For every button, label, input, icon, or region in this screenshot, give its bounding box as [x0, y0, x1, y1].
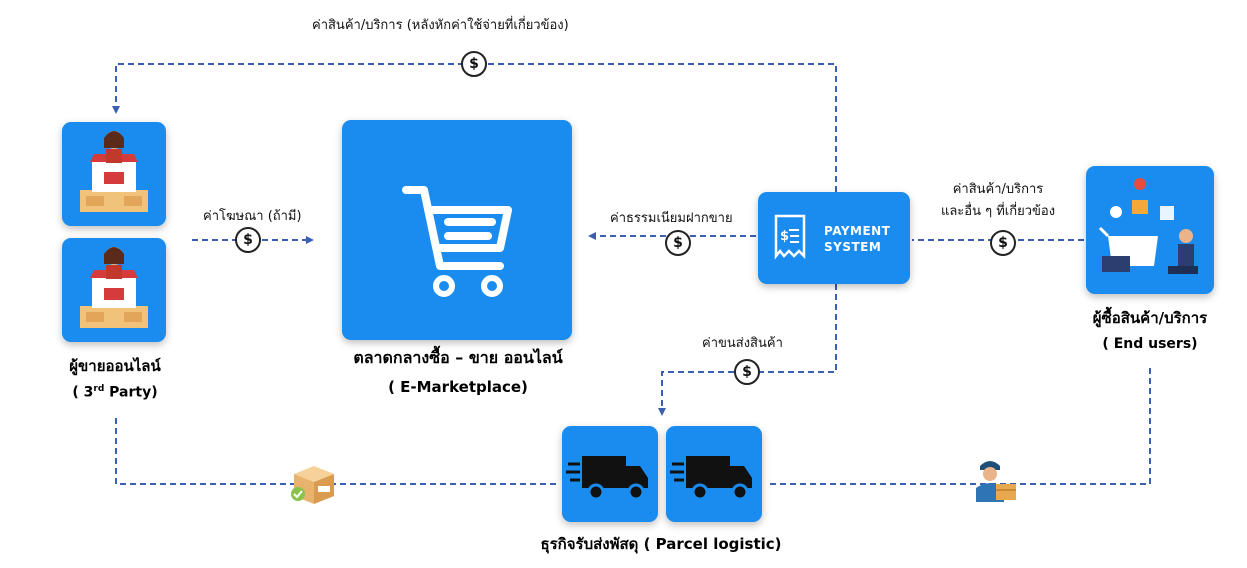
buyer-payment-label-2: และอื่น ๆ ที่เกี่ยวข้อง — [940, 204, 1056, 219]
coin-icon-buyer: $ — [990, 230, 1016, 256]
marketplace-title: ตลาดกลางซื้อ – ขาย ออนไลน์ — [353, 348, 563, 367]
shopping-cart-icon — [402, 186, 512, 297]
seller-shop-icon — [80, 247, 148, 328]
top-payment-label: ค่าสินค้า/บริการ (หลังหักค่าใช้จ่ายที่เก… — [312, 18, 569, 33]
payment-system-tile: $ PAYMENT SYSTEM — [758, 192, 910, 284]
coin-icon-consignment: $ — [665, 230, 691, 256]
buyer-tile — [1086, 166, 1214, 294]
buyer-shopping-icon — [1098, 178, 1198, 274]
payment-label-1: PAYMENT — [824, 224, 891, 238]
marketplace-tile — [342, 120, 572, 340]
coin-icon-shipping: $ — [734, 359, 760, 385]
advertising-label: ค่าโฆษณา (ถ้ามี) — [203, 209, 302, 224]
delivery-truck-icon — [566, 456, 648, 501]
buyer-subtitle: ( End users) — [1102, 336, 1198, 352]
buyer-title: ผู้ซื้อสินค้า/บริการ — [1092, 309, 1208, 327]
buyer-payment-label-1: ค่าสินค้า/บริการ — [952, 182, 1044, 197]
payment-label-2: SYSTEM — [824, 240, 882, 254]
marketplace-subtitle: ( E-Marketplace) — [388, 378, 528, 396]
logistic-tile-1 — [562, 426, 658, 522]
delivery-truck-icon — [670, 456, 752, 501]
seller-shop-icon — [80, 131, 148, 212]
logistic-tile-2 — [666, 426, 762, 522]
line-seller-logistic — [115, 418, 556, 485]
shipping-fee-label: ค่าขนส่งสินค้า — [702, 336, 783, 351]
seller-tile-2 — [62, 238, 166, 342]
seller-subtitle: ( 3rd Party) — [72, 384, 158, 401]
consignment-fee-label: ค่าธรรมเนียมฝากขาย — [610, 211, 733, 226]
payment-symbol: $ — [780, 229, 789, 244]
receipt-icon: $ — [774, 214, 806, 260]
seller-tile-1 — [62, 122, 166, 226]
line-top-payment — [112, 63, 837, 192]
parcel-box-icon — [291, 466, 334, 504]
line-buyer-logistic — [768, 368, 1151, 485]
coin-icon-top: $ — [461, 51, 487, 77]
courier-icon — [976, 461, 1016, 502]
logistic-title: ธุรกิจรับส่งพัสดุ ( Parcel logistic) — [540, 535, 782, 553]
seller-title: ผู้ขายออนไลน์ — [69, 357, 161, 375]
coin-icon-advertising: $ — [235, 227, 261, 253]
